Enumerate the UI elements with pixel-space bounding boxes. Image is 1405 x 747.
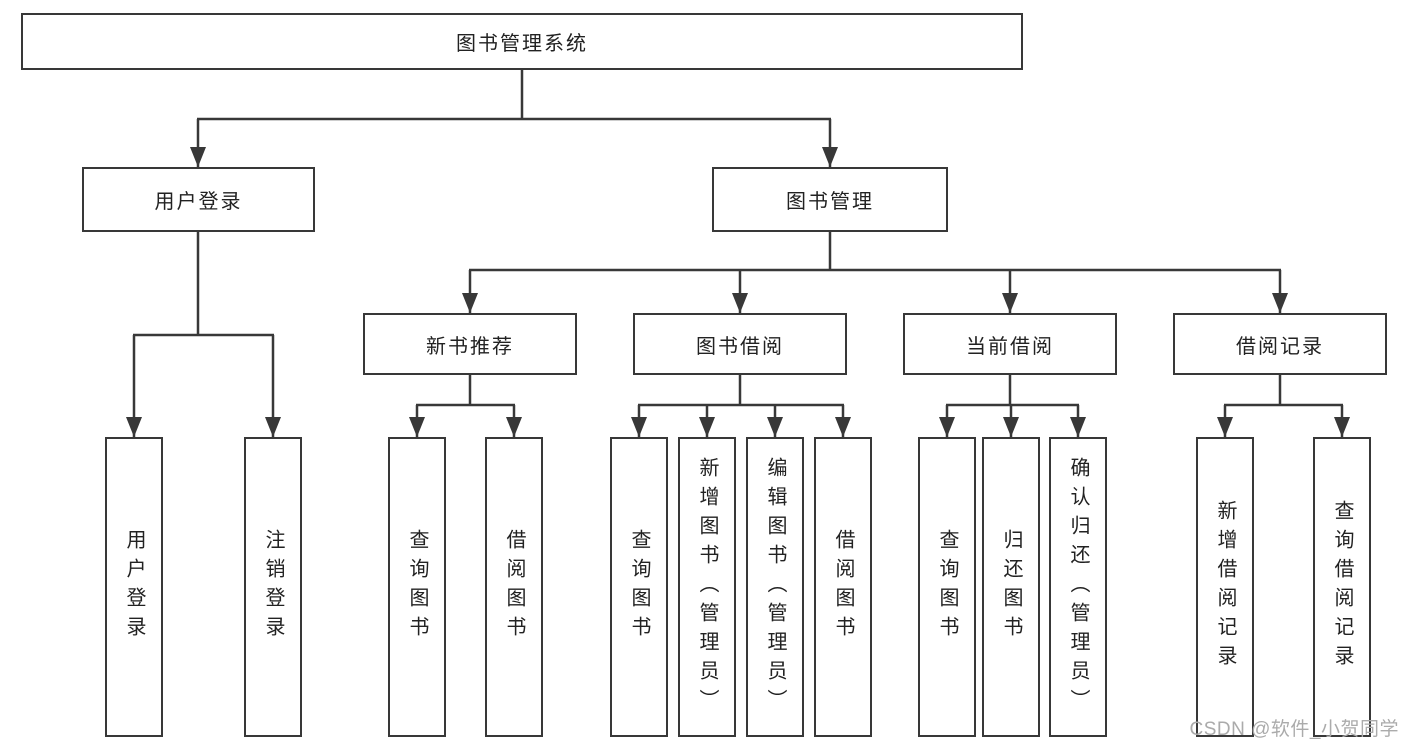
leaf-add-books-admin: 新增图书（管理员） [678, 437, 736, 737]
leaf-add-borrow-record: 新增借阅记录 [1196, 437, 1254, 737]
node-new-book-recommendation: 新书推荐 [363, 313, 577, 375]
node-book-management: 图书管理 [712, 167, 948, 232]
leaf-logout: 注销登录 [244, 437, 302, 737]
leaf-query-borrow-record: 查询借阅记录 [1313, 437, 1371, 737]
node-borrowing-records: 借阅记录 [1173, 313, 1387, 375]
leaf-confirm-return-admin: 确认归还（管理员） [1049, 437, 1107, 737]
leaf-query-books-current: 查询图书 [918, 437, 976, 737]
leaf-borrow-books-borrowing: 借阅图书 [814, 437, 872, 737]
leaf-borrow-books-recommend: 借阅图书 [485, 437, 543, 737]
leaf-edit-books-admin: 编辑图书（管理员） [746, 437, 804, 737]
leaf-query-books-borrowing: 查询图书 [610, 437, 668, 737]
leaf-user-login: 用户登录 [105, 437, 163, 737]
leaf-query-books-recommend: 查询图书 [388, 437, 446, 737]
node-current-borrowing: 当前借阅 [903, 313, 1117, 375]
csdn-watermark: CSDN @软件_小贺同学 [1189, 719, 1399, 740]
node-user-login: 用户登录 [82, 167, 315, 232]
leaf-return-books: 归还图书 [982, 437, 1040, 737]
node-book-borrowing: 图书借阅 [633, 313, 847, 375]
node-library-management-system: 图书管理系统 [21, 13, 1023, 70]
